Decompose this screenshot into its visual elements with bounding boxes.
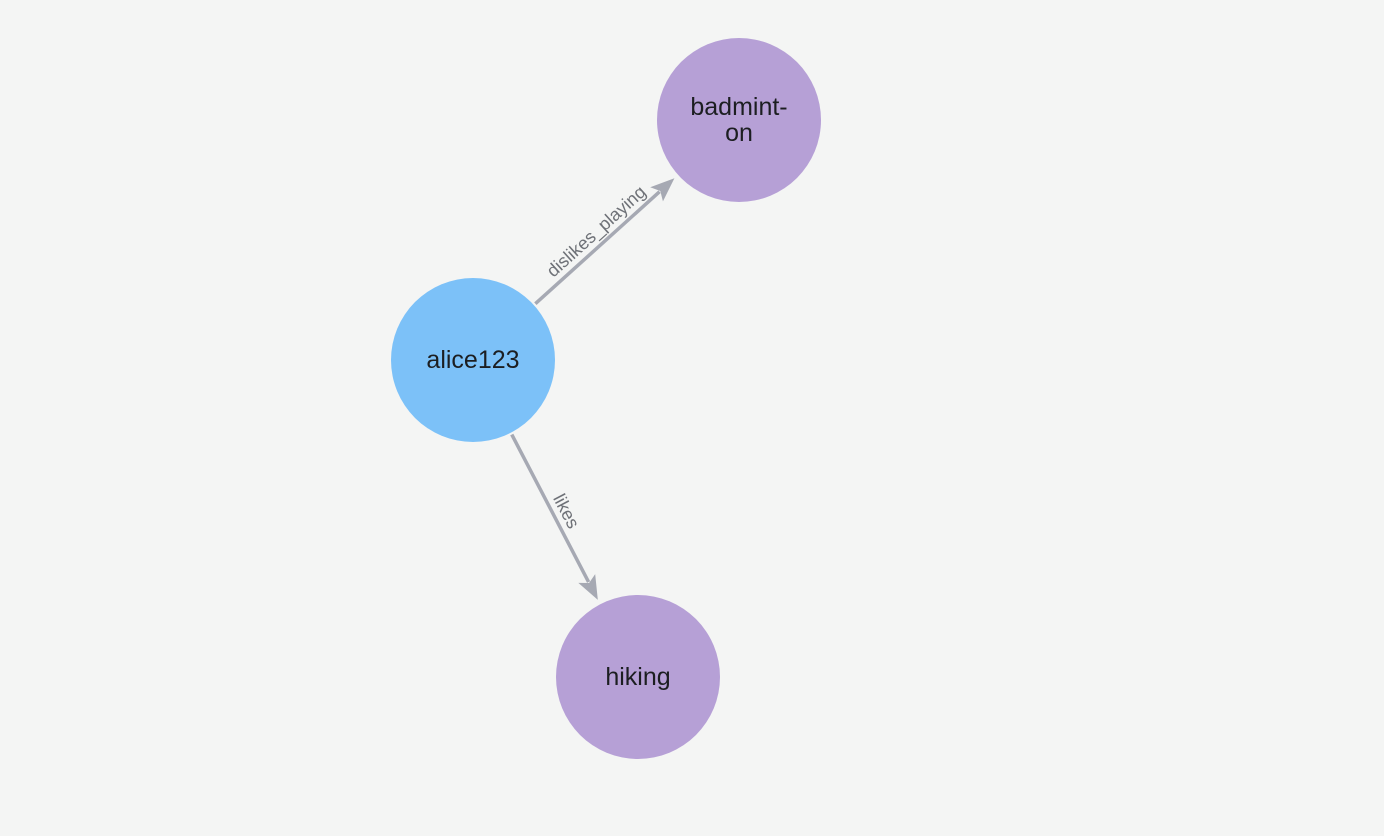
graph-edge-dislikes_playing[interactable]: dislikes_playing: [534, 171, 680, 306]
node-label-line: hiking: [605, 663, 670, 691]
node-label-line: badmint-: [690, 93, 787, 121]
edge-line[interactable]: [534, 190, 661, 306]
node-label-line: alice123: [426, 346, 519, 374]
edge-label: dislikes_playing: [543, 182, 651, 282]
graph-node-alice123[interactable]: alice123: [391, 278, 555, 442]
edge-arrowhead-icon: [578, 574, 598, 600]
node-circle[interactable]: [657, 38, 821, 202]
graph-node-hiking[interactable]: hiking: [556, 595, 720, 759]
edge-line[interactable]: [510, 433, 591, 583]
node-label-line: on: [725, 119, 753, 147]
node-circle[interactable]: [391, 278, 555, 442]
node-label: badmint-on: [690, 93, 787, 147]
node-circle[interactable]: [556, 595, 720, 759]
edge-arrowhead-icon: [650, 178, 675, 202]
graph-node-badminton[interactable]: badmint-on: [657, 38, 821, 202]
node-label: alice123: [426, 346, 519, 374]
graph-edge-likes[interactable]: likes: [510, 433, 606, 605]
node-label: hiking: [605, 663, 670, 691]
edge-label: likes: [549, 491, 583, 532]
